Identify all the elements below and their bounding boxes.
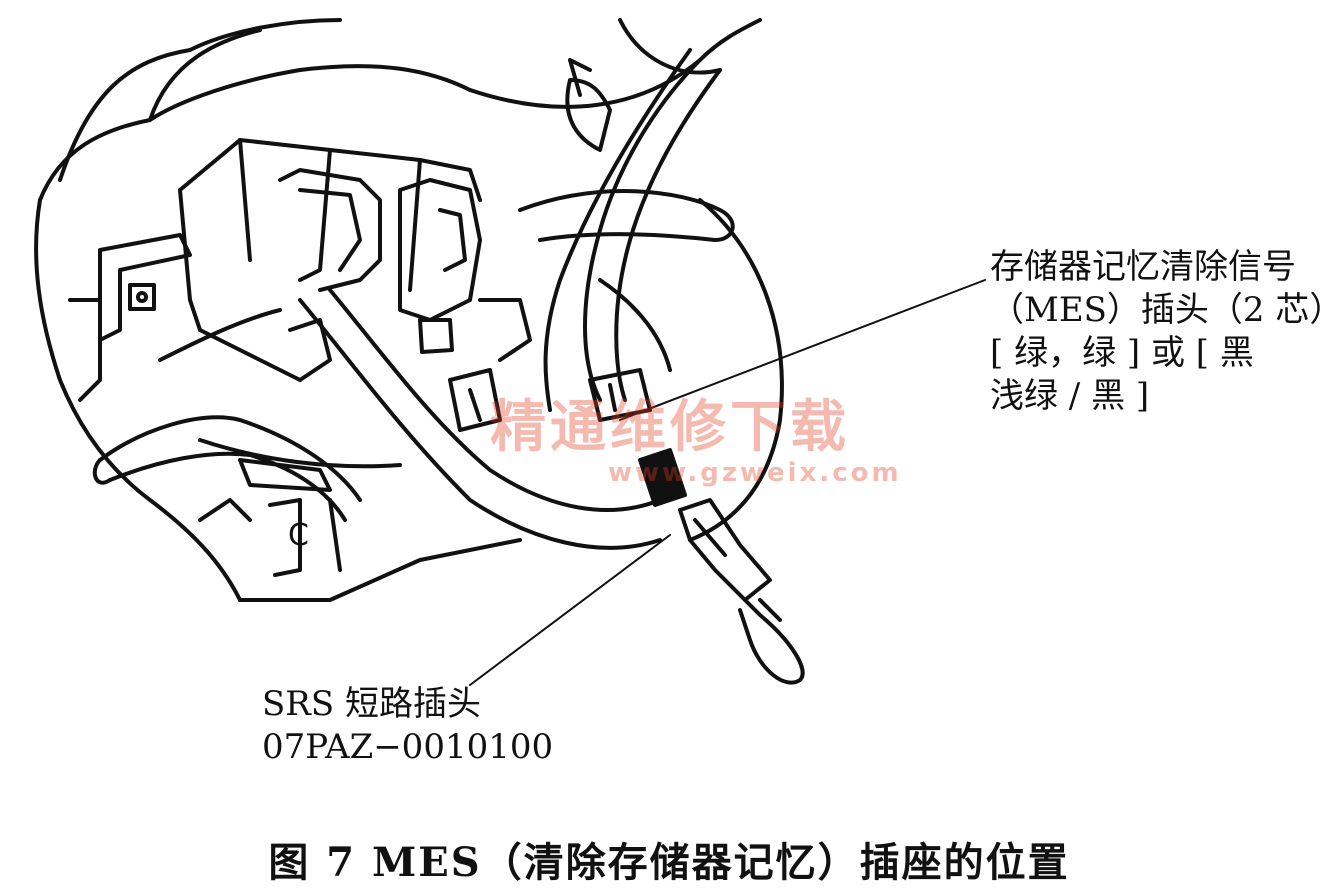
srs-connector-label: SRS 短路插头 07PAZ−0010100 [262,683,553,769]
srs-short-connector [678,498,805,685]
mes-connector [448,368,687,507]
figure-caption: 图 7 MES（清除存储器记忆）插座的位置 [268,839,1070,886]
srs-label-line-2: 07PAZ−0010100 [262,727,554,767]
mes-label-line-4: 浅绿 / 黑 ] [990,376,1150,416]
leader-line-srs [469,534,671,686]
mes-label-line-2: （MES）插头（2 芯） [990,290,1338,330]
mes-label-line-3: [ 绿，绿 ] 或 [ 黑 [990,333,1254,373]
mes-connector-label: 存储器记忆清除信号 （MES）插头（2 芯） [ 绿，绿 ] 或 [ 黑 浅绿 … [990,246,1338,418]
wire-harness: C [92,48,735,577]
srs-label-line-1: SRS 短路插头 [262,684,481,724]
mes-label-line-1: 存储器记忆清除信号 [990,247,1296,287]
relay-box [68,138,532,402]
leader-line-mes [619,279,986,421]
